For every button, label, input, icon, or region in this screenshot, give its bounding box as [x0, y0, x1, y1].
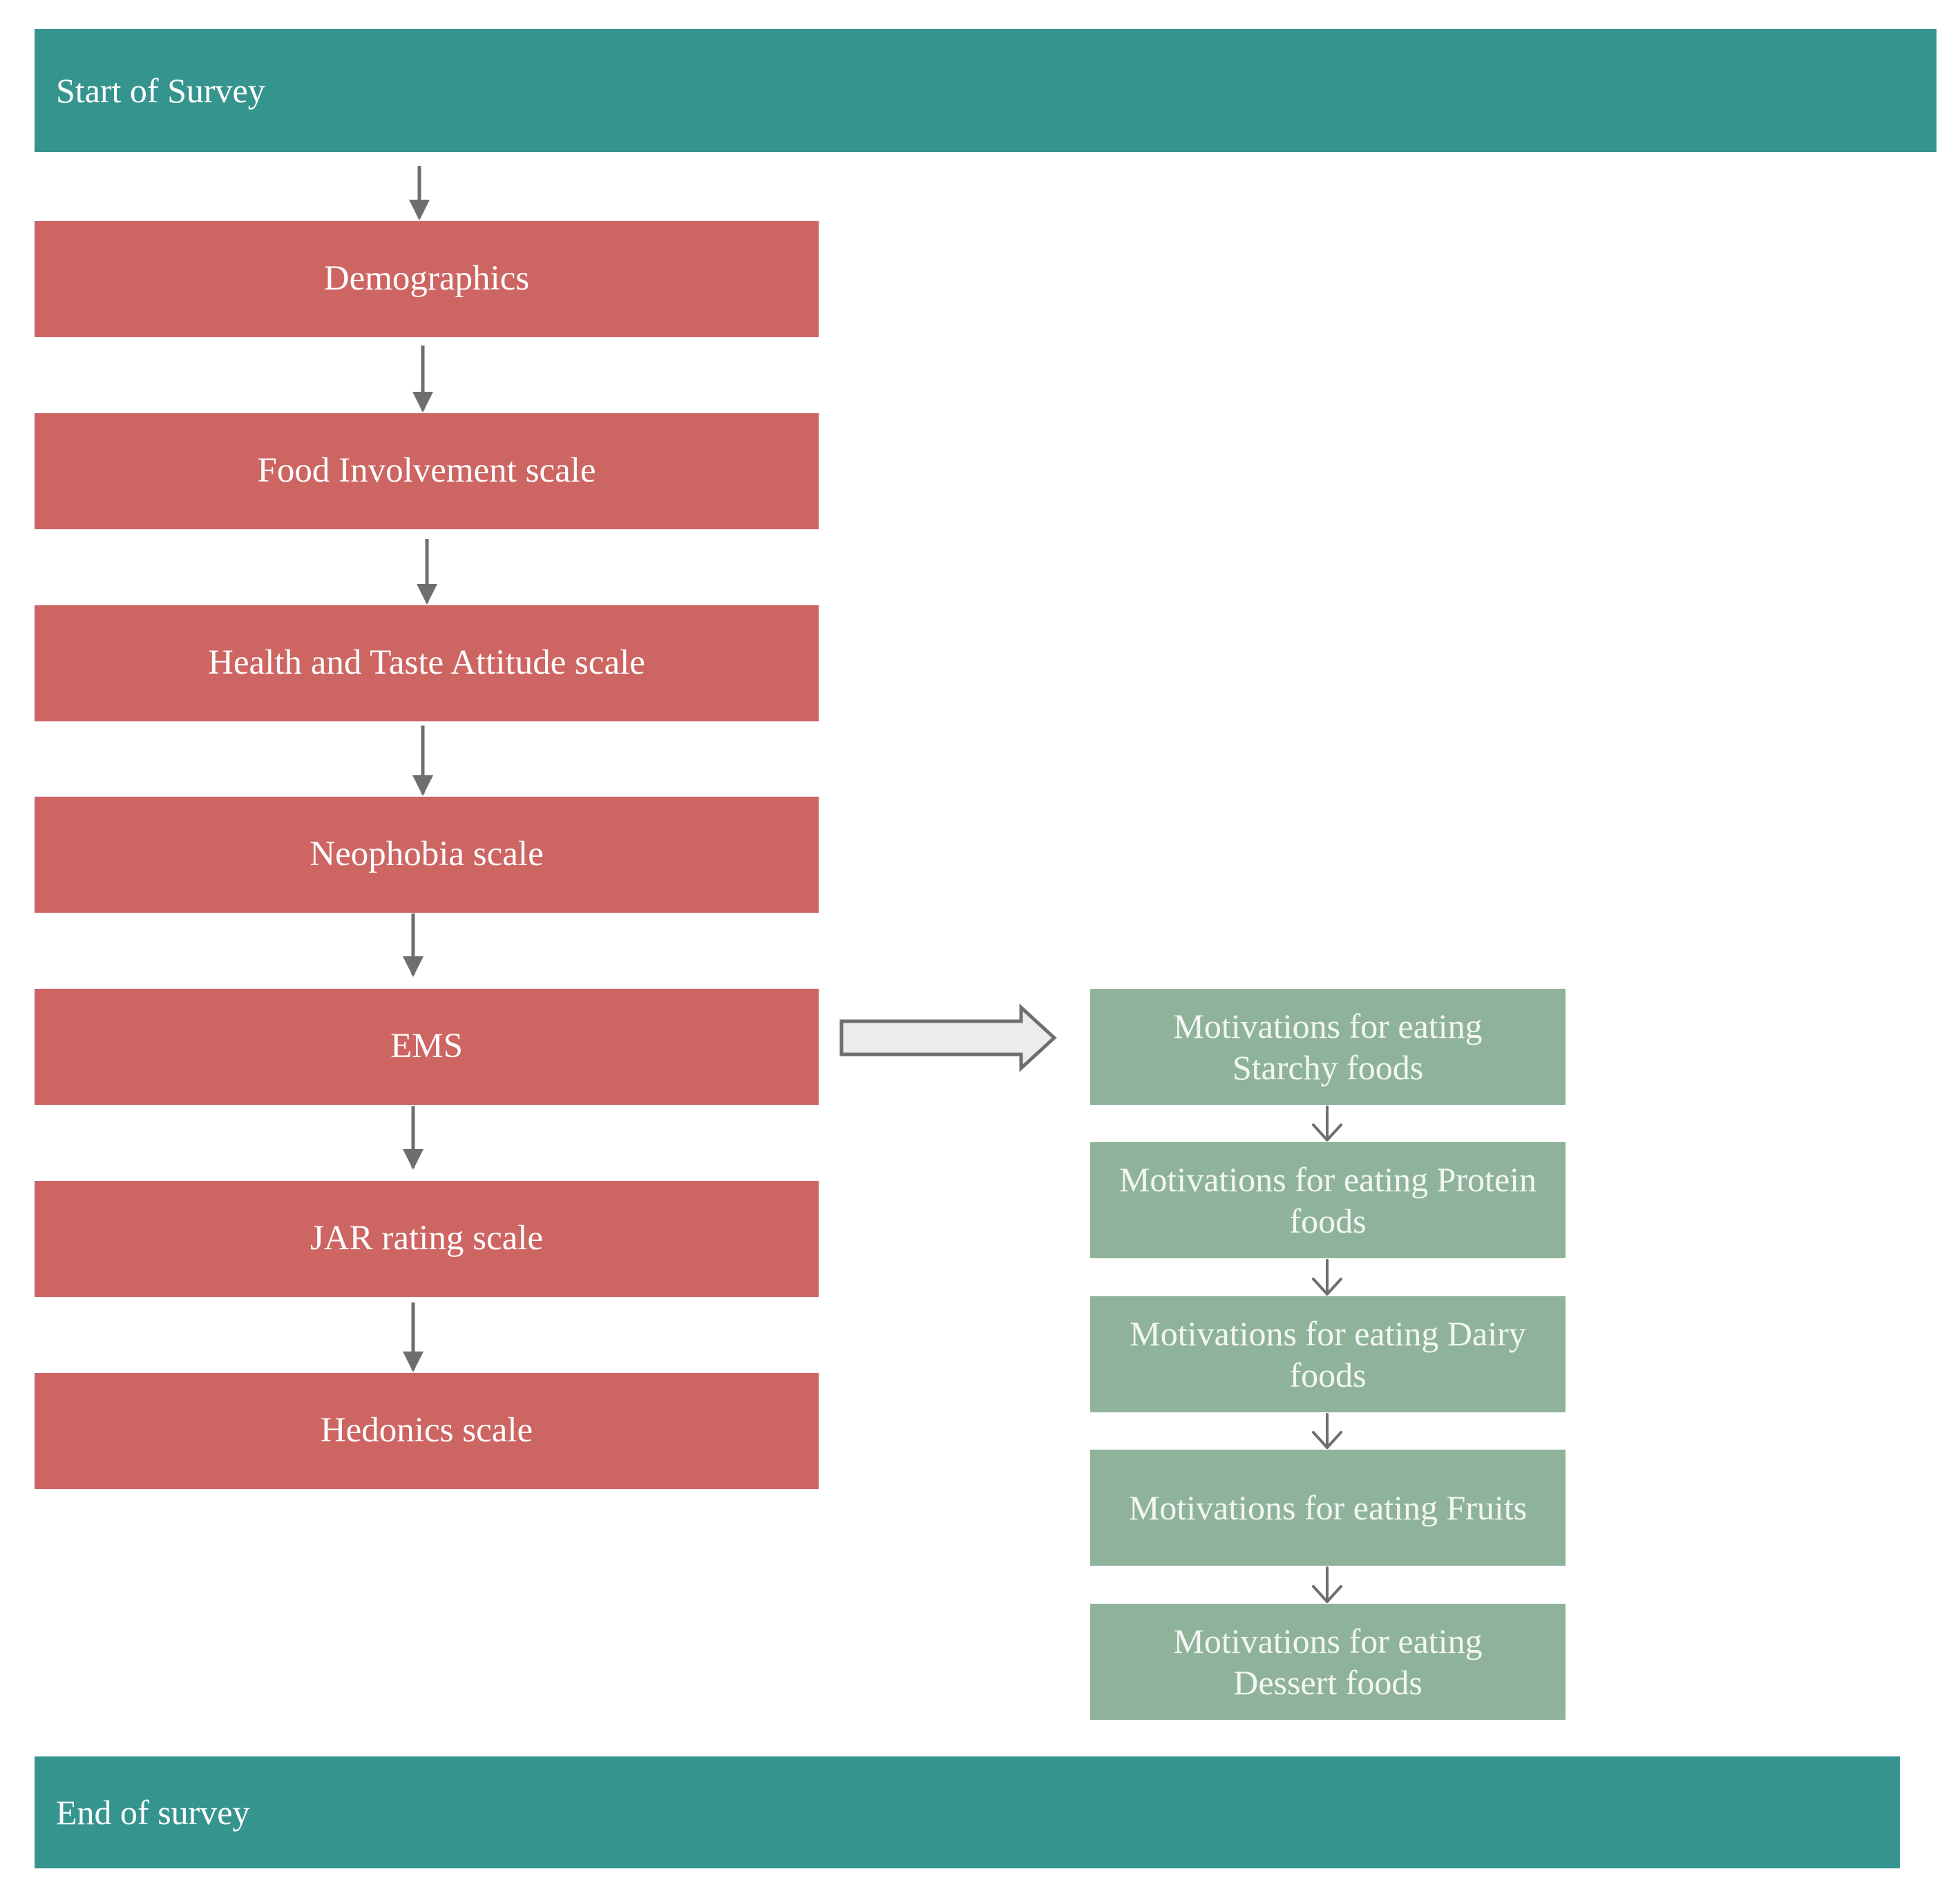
arrow-protein-to-dairy [1312, 1259, 1342, 1296]
sub-step-dairy-foods: Motivations for eating Dairy foods [1090, 1296, 1566, 1412]
end-of-survey-banner: End of survey [35, 1756, 1900, 1868]
arrow-dairy-to-fruits [1312, 1413, 1342, 1449]
arrow-fruits-to-dessert [1312, 1566, 1342, 1603]
step-neophobia-scale: Neophobia scale [35, 797, 819, 913]
sub-step-label: Motivations for eating Starchy foods [1173, 1007, 1483, 1087]
sub-step-label: Motivations for eating Dairy foods [1130, 1314, 1526, 1394]
step-health-taste-attitude-scale: Health and Taste Attitude scale [35, 605, 819, 721]
step-jar-rating-scale: JAR rating scale [35, 1181, 819, 1297]
step-ems: EMS [35, 989, 819, 1105]
step-label: JAR rating scale [310, 1219, 544, 1258]
step-label: Hedonics scale [320, 1411, 533, 1450]
sub-step-protein-foods: Motivations for eating Protein foods [1090, 1142, 1566, 1258]
step-hedonics-scale: Hedonics scale [35, 1373, 819, 1489]
step-label: Health and Taste Attitude scale [208, 643, 645, 683]
step-label: Food Involvement scale [257, 451, 596, 491]
sub-step-dessert-foods: Motivations for eating Dessert foods [1090, 1604, 1566, 1720]
step-demographics: Demographics [35, 221, 819, 337]
end-of-survey-label: End of survey [56, 1793, 250, 1832]
arrow-starchy-to-protein [1312, 1106, 1342, 1141]
step-label: EMS [390, 1027, 463, 1066]
step-food-involvement-scale: Food Involvement scale [35, 413, 819, 529]
step-label: Demographics [323, 259, 530, 298]
start-of-survey-banner: Start of Survey [35, 29, 1937, 152]
start-of-survey-label: Start of Survey [56, 71, 265, 110]
ems-expansion-block-arrow [839, 1003, 1057, 1072]
sub-step-label: Motivations for eating Dessert foods [1173, 1622, 1483, 1702]
sub-step-label: Motivations for eating Protein foods [1119, 1160, 1537, 1240]
sub-step-fruits: Motivations for eating Fruits [1090, 1450, 1566, 1566]
step-label: Neophobia scale [310, 835, 544, 874]
sub-step-starchy-foods: Motivations for eating Starchy foods [1090, 989, 1566, 1105]
sub-step-label: Motivations for eating Fruits [1128, 1488, 1528, 1527]
